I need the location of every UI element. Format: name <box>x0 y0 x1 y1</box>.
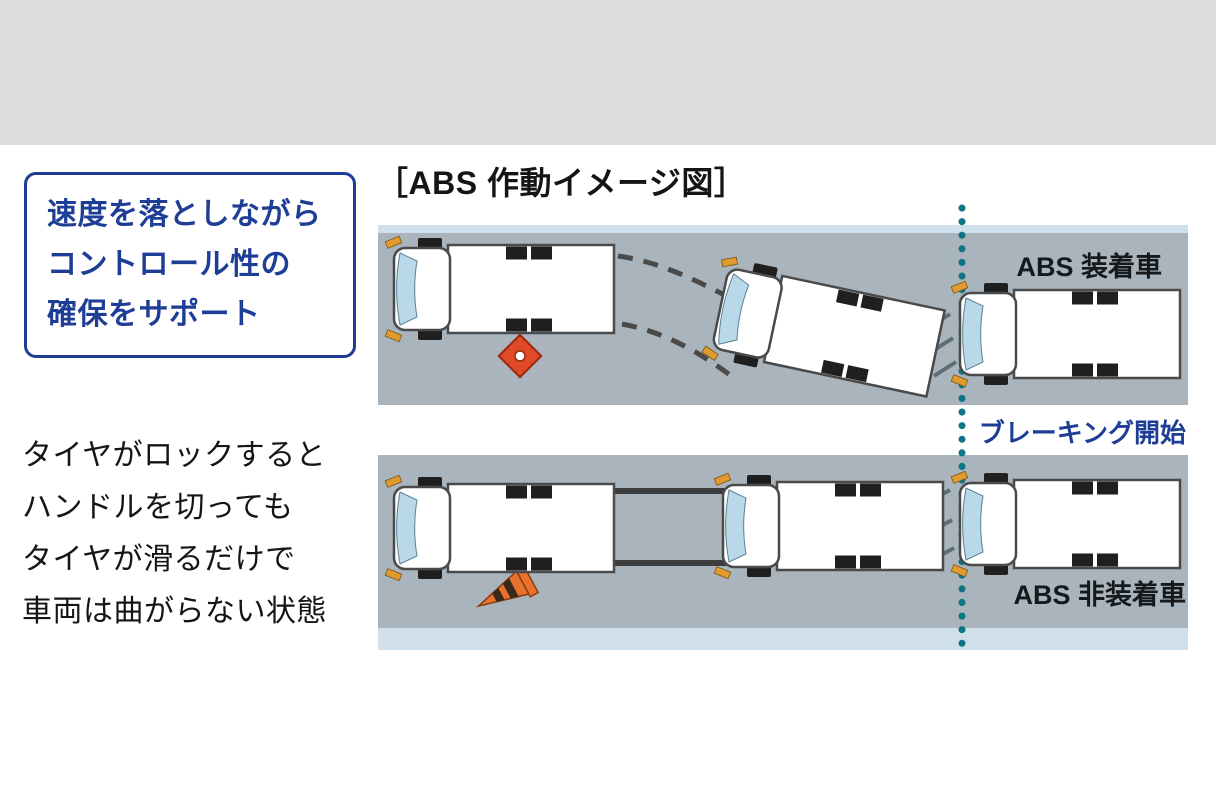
obstacle-diamond-icon <box>497 333 543 379</box>
divider-band <box>378 405 1188 455</box>
description-text: タイヤがロックすると ハンドルを切っても タイヤが滑るだけで 車両は曲がらない状… <box>22 430 327 638</box>
label-braking-start: ブレーキング開始 <box>979 418 1186 448</box>
header-band <box>0 0 1216 145</box>
truck-noabs-stopped <box>383 474 616 582</box>
callout-line: 速度を落としながら <box>47 198 322 231</box>
truck-noabs-sliding <box>712 472 945 580</box>
diagram-title: ［ABS 作動イメージ図］ <box>376 165 747 201</box>
description-line: タイヤが滑るだけで <box>22 543 296 576</box>
truck-abs-after-avoidance <box>383 235 616 343</box>
callout-line: コントロール性の <box>47 248 291 281</box>
callout-line: 確保をサポート <box>47 298 261 331</box>
bottom-edge-strip <box>378 628 1188 650</box>
label-abs-equipped: ABS 装着車 <box>1016 251 1162 282</box>
label-abs-not-equipped: ABS 非装着車 <box>1013 579 1186 610</box>
truck-abs-braking-start <box>949 280 1182 388</box>
description-line: タイヤがロックすると <box>22 439 327 472</box>
description-line: ハンドルを切っても <box>22 491 294 524</box>
description-line: 車両は曲がらない状態 <box>22 595 327 628</box>
abs-diagram: ABS 装着車 ブレーキング開始 ABS 非装着車 <box>378 204 1188 654</box>
callout-box: 速度を落としながら コントロール性の 確保をサポート <box>24 172 356 358</box>
top-edge-strip <box>378 225 1188 233</box>
truck-noabs-braking-start <box>949 470 1182 578</box>
